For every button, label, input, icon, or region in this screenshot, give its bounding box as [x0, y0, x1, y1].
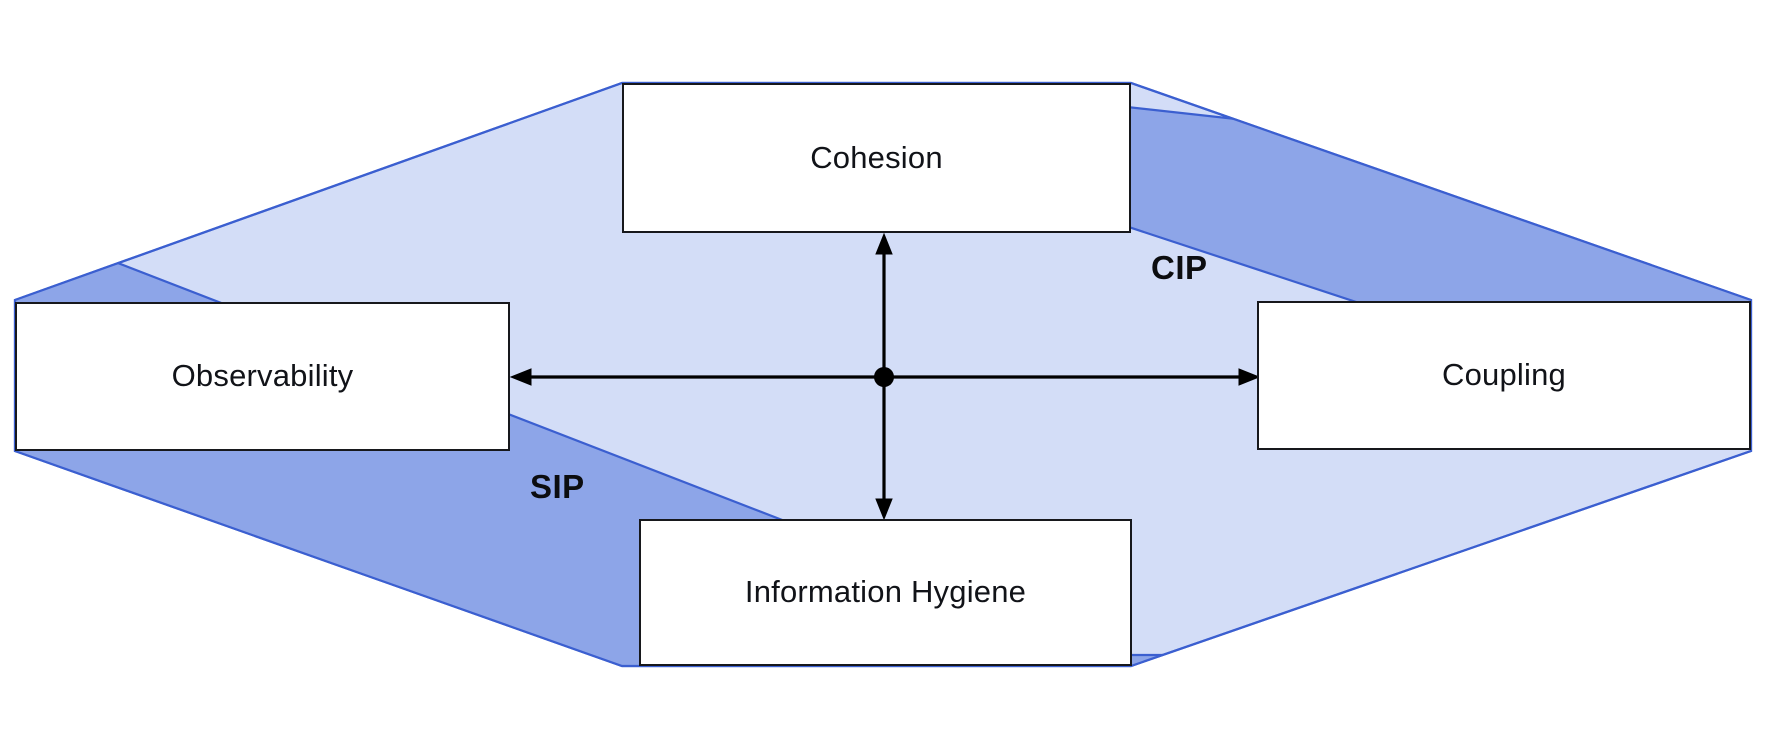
axis-label-cip: CIP — [1151, 249, 1208, 286]
center-dot — [874, 367, 894, 387]
node-box-coupling[interactable]: Coupling — [1257, 301, 1751, 450]
node-label-cohesion: Cohesion — [810, 139, 943, 175]
node-box-cohesion[interactable]: Cohesion — [622, 83, 1131, 233]
arrow-head-up — [875, 232, 893, 255]
node-label-observability: Observability — [171, 358, 354, 394]
arrow-layer — [509, 232, 1261, 521]
arrow-head-right — [1238, 368, 1261, 386]
node-label-coupling: Coupling — [1442, 357, 1566, 393]
axis-label-sip: SIP — [530, 468, 585, 505]
node-box-information-hygiene[interactable]: Information Hygiene — [639, 519, 1132, 666]
node-label-information-hygiene: Information Hygiene — [744, 574, 1027, 610]
arrow-head-left — [509, 368, 532, 386]
arrow-head-down — [875, 498, 893, 521]
node-box-observability[interactable]: Observability — [15, 302, 510, 451]
